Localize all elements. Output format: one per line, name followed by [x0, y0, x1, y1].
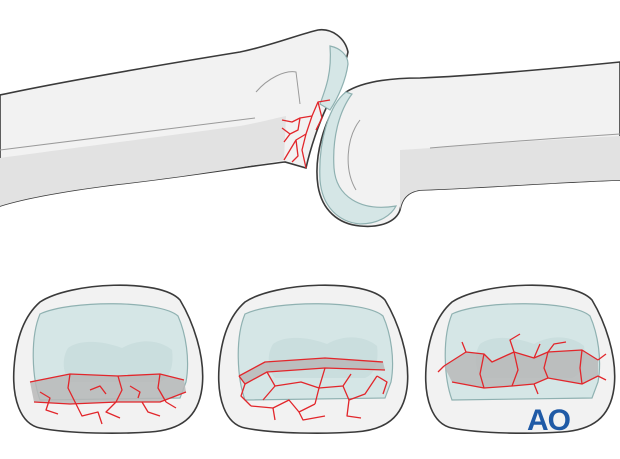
proximal-bone — [0, 28, 349, 207]
condyle-inner-line — [347, 119, 361, 191]
distal-cartilage — [319, 91, 398, 225]
distal-bone-contour — [429, 133, 620, 149]
proximal-bone-contour — [0, 117, 256, 151]
distal-bone — [316, 61, 620, 228]
articular-surface-view-2 — [217, 284, 409, 434]
lateral-view — [0, 28, 620, 228]
view-3-fracture-lines — [437, 333, 607, 395]
articular-surface-view-1 — [12, 284, 204, 434]
view-2-fracture-lines — [238, 357, 388, 421]
proximal-cartilage — [319, 45, 349, 111]
view-1-fracture-lines — [29, 373, 187, 425]
distal-bone-shade — [400, 136, 620, 210]
ao-logo-text: AO — [527, 404, 571, 437]
articular-surface-view-3 — [424, 284, 616, 434]
lateral-fracture-lines — [281, 99, 331, 169]
ao-logo: AO — [527, 404, 572, 437]
proximal-bone-notch — [255, 71, 301, 105]
proximal-bone-shade — [0, 116, 286, 206]
